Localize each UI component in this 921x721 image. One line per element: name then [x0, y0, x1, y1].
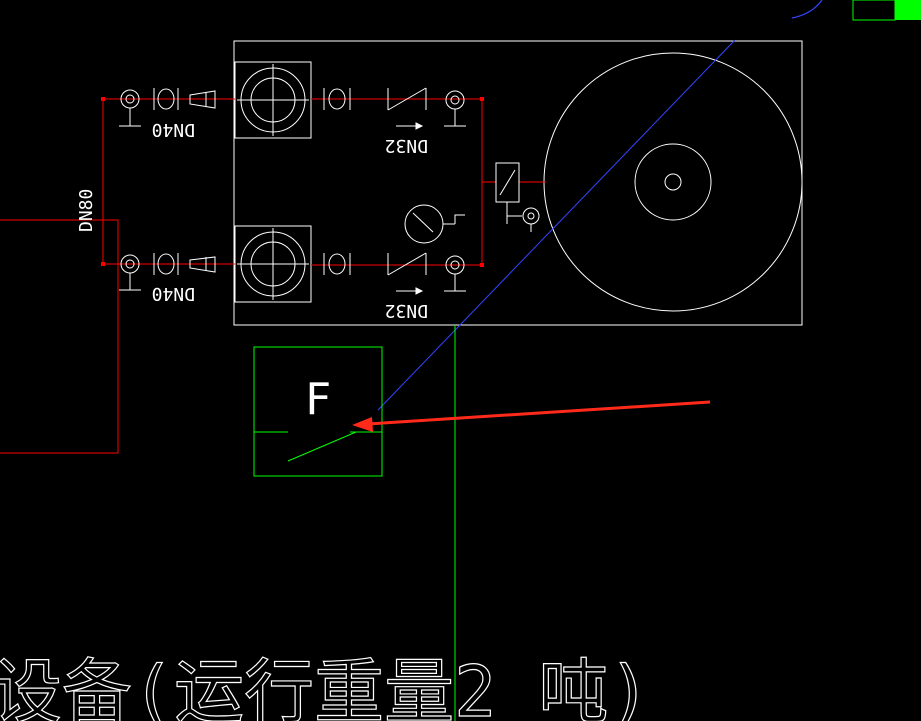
check-valve-icon [387, 87, 427, 276]
valve-icon [153, 88, 351, 275]
partial-arc-top [791, 0, 823, 19]
diagonal-reference-line [377, 39, 736, 411]
f-switch-label: F [305, 374, 332, 425]
riser-label-dn80: DN80 [76, 189, 97, 232]
flexible-joint [189, 90, 216, 273]
pipe-label-dn40-top: DN40 [152, 119, 195, 140]
flow-direction-arrow [396, 122, 424, 295]
f-switch-box: F [253, 346, 383, 477]
pipe-label-dn32-bottom: DN32 [385, 300, 428, 321]
dial-gauge-icon [404, 204, 465, 244]
pressure-gauge-icon [119, 89, 141, 291]
pipe-label-dn32-top: DN32 [385, 135, 428, 156]
equipment-title: 设备(运行重量2 吨) [0, 651, 651, 721]
equipment-base-outline [233, 40, 803, 326]
flow-switch-icon [495, 162, 540, 232]
pipe-joints [101, 97, 484, 267]
green-block-top-right [852, 0, 896, 21]
pressure-gauge-right [444, 90, 466, 292]
green-fill-top-right [895, 0, 921, 20]
pump-bottom [234, 225, 312, 303]
tank-icon [543, 52, 803, 312]
annotation-arrow [352, 400, 711, 432]
pump-top [234, 61, 312, 139]
pipe-label-dn40-bottom: DN40 [152, 283, 195, 304]
pipe-network [0, 98, 546, 454]
